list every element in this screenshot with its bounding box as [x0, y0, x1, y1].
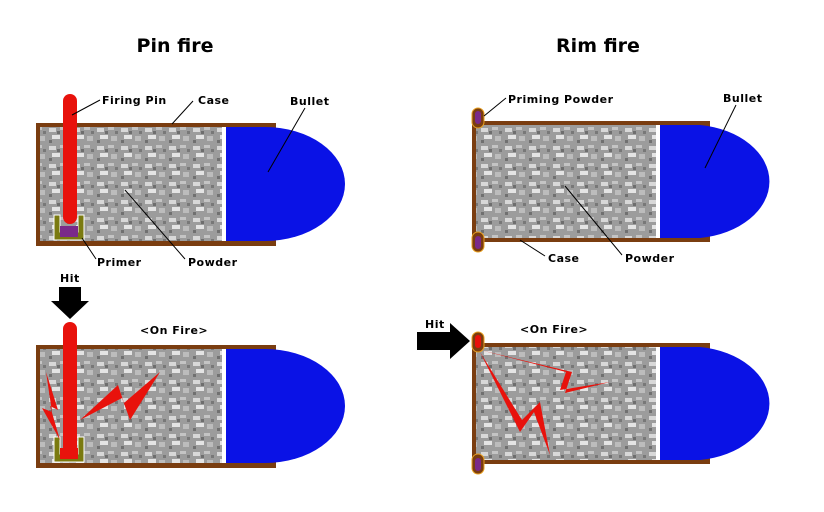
label-powder: Powder — [625, 252, 675, 265]
label-powder: Powder — [188, 256, 238, 269]
label-firing-pin: Firing Pin — [102, 94, 167, 107]
rim-fire-cartridge-firing — [471, 331, 770, 475]
on-fire-label: <On Fire> — [140, 324, 208, 337]
rim-fire-title: Rim fire — [556, 35, 640, 57]
pin-fire-cartridge-firing — [36, 322, 345, 468]
label-case: Case — [198, 94, 230, 107]
label-primer: Primer — [97, 256, 142, 269]
hit-label: Hit — [425, 318, 445, 331]
pin-fire-cartridge — [36, 94, 345, 246]
primer — [60, 226, 78, 237]
bullet — [226, 127, 345, 241]
label-bullet: Bullet — [723, 92, 762, 105]
firing-pin — [63, 322, 77, 454]
pin-fire-title: Pin fire — [137, 35, 214, 57]
hit-arrow-right-icon — [417, 323, 470, 359]
label-case: Case — [548, 252, 580, 265]
hit-label: Hit — [60, 272, 80, 285]
firing-pin — [63, 94, 77, 224]
flame-bolt — [80, 372, 160, 420]
hit-arrow-down-icon — [51, 287, 89, 319]
label-bullet: Bullet — [290, 95, 329, 108]
label-priming-powder: Priming Powder — [508, 93, 614, 106]
on-fire-label: <On Fire> — [520, 323, 588, 336]
leader-lines — [71, 99, 306, 260]
priming-powder — [475, 111, 481, 124]
rim-fire-cartridge — [471, 107, 770, 253]
flame-bolt — [42, 372, 60, 440]
leader-lines — [483, 97, 737, 257]
